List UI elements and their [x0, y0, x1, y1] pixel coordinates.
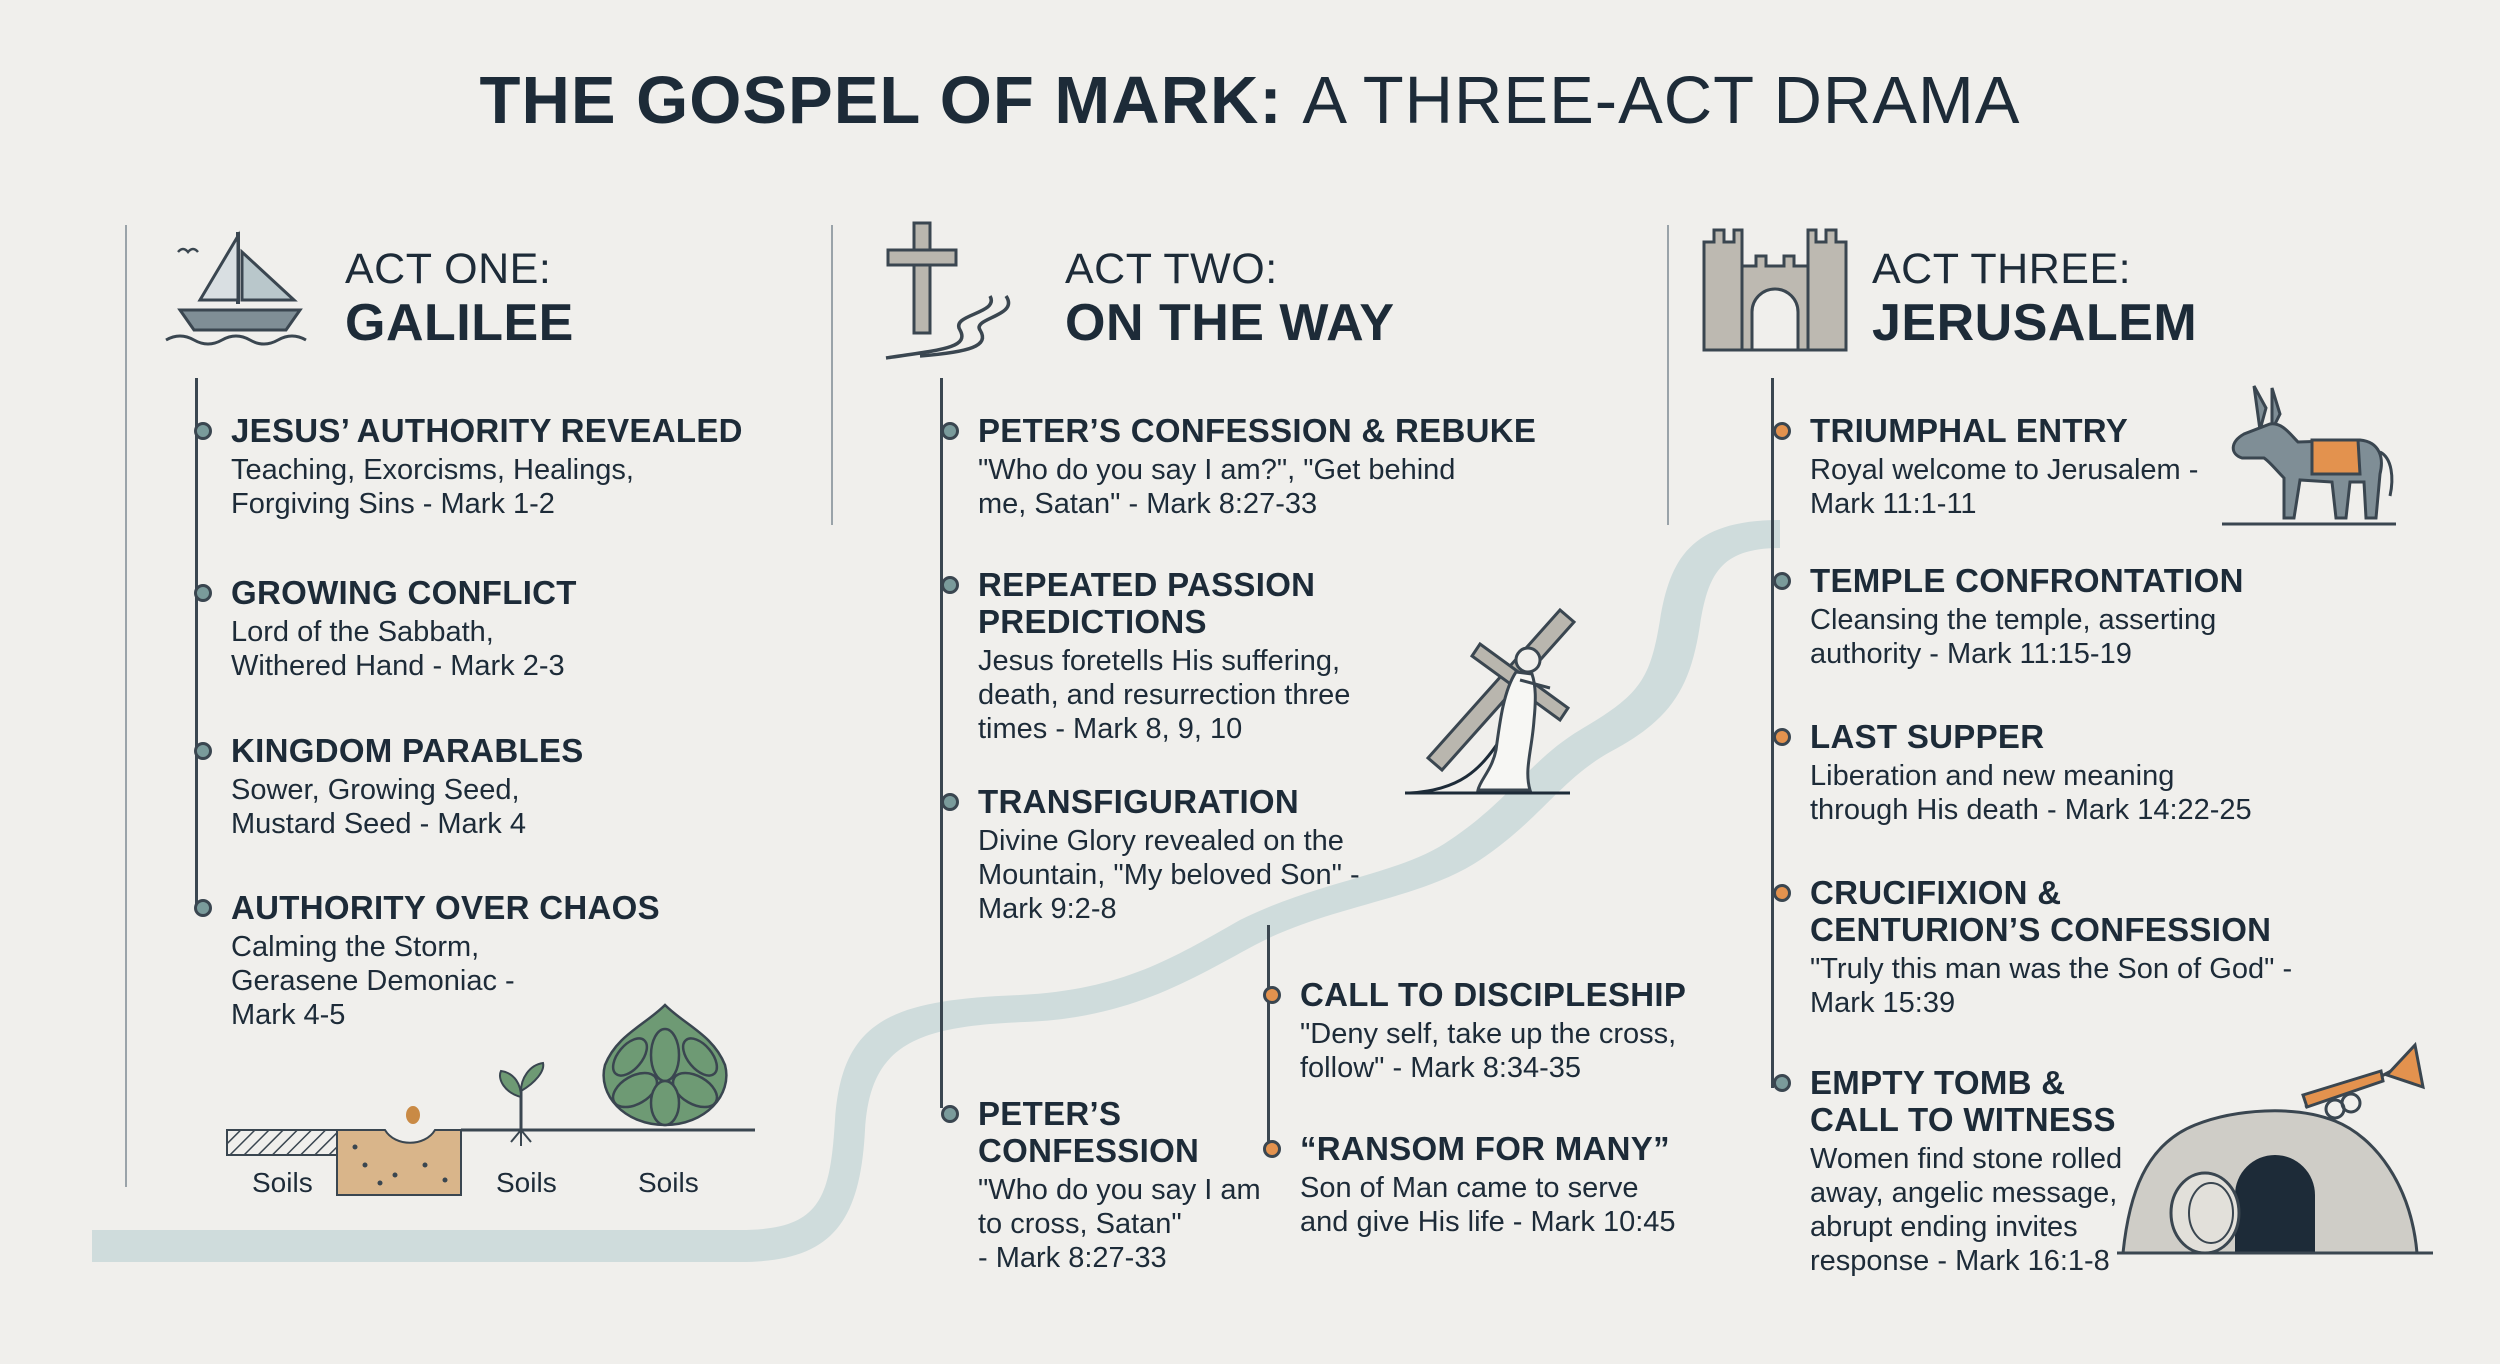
- timeline-dot: [1773, 1074, 1791, 1092]
- title-main: THE GOSPEL OF MARK:: [479, 63, 1283, 138]
- item-title: KINGDOM PARABLES: [231, 732, 584, 769]
- timeline-dot: [941, 576, 959, 594]
- act-three-item-4: CRUCIFIXION & CENTURION’S CONFESSION "Tr…: [1773, 874, 2370, 1020]
- act-three-name: JERUSALEM: [1872, 294, 2198, 352]
- cross-bearer-icon: [1425, 607, 1577, 792]
- column-divider-1: [125, 225, 127, 1187]
- item-text: Liberation and new meaning through His d…: [1810, 760, 2252, 826]
- timeline-dot: [1773, 728, 1791, 746]
- timeline-dot: [194, 422, 212, 440]
- item-text: Divine Glory revealed on the Mountain, "…: [978, 825, 1360, 925]
- act-three-header: ACT THREE: JERUSALEM: [1872, 244, 2197, 352]
- act-two-branch-item-1: CALL TO DISCIPLESHIP "Deny self, take up…: [1263, 976, 1860, 1085]
- column-divider-3: [1667, 225, 1669, 525]
- title-sub: A THREE-ACT DRAMA: [1302, 63, 2021, 138]
- act-two-timeline: [940, 378, 943, 1108]
- act-one-item-1: JESUS’ AUTHORITY REVEALED Teaching, Exor…: [194, 412, 791, 521]
- timeline-dot: [1773, 884, 1791, 902]
- timeline-dot: [941, 793, 959, 811]
- act-one-item-4: AUTHORITY OVER CHAOS Calming the Storm, …: [194, 889, 791, 1032]
- item-title: GROWING CONFLICT: [231, 574, 577, 611]
- city-gate-icon: [1702, 228, 1848, 352]
- timeline-dot: [194, 899, 212, 917]
- act-two-branch-item-2: “RANSOM FOR MANY” Son of Man came to ser…: [1263, 1130, 1860, 1239]
- empty-tomb-icon: [2117, 1041, 2433, 1255]
- donkey-icon: [2222, 385, 2396, 526]
- act-two-item-3: TRANSFIGURATION Divine Glory revealed on…: [941, 783, 1538, 926]
- item-text: "Deny self, take up the cross, follow" -…: [1300, 1018, 1677, 1084]
- act-two-label: ACT TWO:: [1065, 245, 1278, 293]
- item-title: PETER’S CONFESSION: [978, 1095, 1200, 1169]
- item-text: Teaching, Exorcisms, Healings, Forgiving…: [231, 454, 634, 520]
- timeline-dot: [194, 742, 212, 760]
- act-one-item-2: GROWING CONFLICT Lord of the Sabbath, Wi…: [194, 574, 791, 683]
- item-title: EMPTY TOMB & CALL TO WITNESS: [1810, 1064, 2116, 1138]
- item-title: “RANSOM FOR MANY”: [1300, 1130, 1670, 1167]
- soil-label-2: Soils: [496, 1167, 557, 1198]
- act-two-name: ON THE WAY: [1065, 294, 1395, 352]
- item-text: "Who do you say I am?", "Get behind me, …: [978, 454, 1456, 520]
- item-title: JESUS’ AUTHORITY REVEALED: [231, 412, 743, 449]
- item-title: TEMPLE CONFRONTATION: [1810, 562, 2244, 599]
- page-title: THE GOSPEL OF MARK: A THREE-ACT DRAMA: [0, 62, 2500, 139]
- act-two-item-1: PETER’S CONFESSION & REBUKE "Who do you …: [941, 412, 1538, 521]
- item-text: Calming the Storm, Gerasene Demoniac - M…: [231, 931, 515, 1031]
- item-title: LAST SUPPER: [1810, 718, 2045, 755]
- item-title: TRANSFIGURATION: [978, 783, 1300, 820]
- act-one-item-3: KINGDOM PARABLES Sower, Growing Seed, Mu…: [194, 732, 791, 841]
- act-two-branch-line: [1267, 925, 1270, 1150]
- timeline-dot: [941, 422, 959, 440]
- act-three-item-2: TEMPLE CONFRONTATION Cleansing the templ…: [1773, 562, 2370, 671]
- act-one-header: ACT ONE: GALILEE: [345, 244, 574, 352]
- soil-label-3: Soils: [638, 1167, 699, 1198]
- soil-label-1: Soils: [252, 1167, 313, 1198]
- item-title: REPEATED PASSION PREDICTIONS: [978, 566, 1316, 640]
- timeline-dot: [941, 1105, 959, 1123]
- act-three-item-3: LAST SUPPER Liberation and new meaning t…: [1773, 718, 2370, 827]
- item-text: Cleansing the temple, asserting authorit…: [1810, 604, 2217, 670]
- act-one-timeline: [195, 378, 198, 908]
- timeline-dot: [1773, 422, 1791, 440]
- act-one-label: ACT ONE:: [345, 245, 552, 293]
- act-three-item-1: TRIUMPHAL ENTRY Royal welcome to Jerusal…: [1773, 412, 2370, 521]
- item-text: "Truly this man was the Son of God" - Ma…: [1810, 953, 2293, 1019]
- act-one-name: GALILEE: [345, 294, 574, 352]
- item-text: Jesus foretells His suffering, death, an…: [978, 645, 1351, 745]
- timeline-dot: [194, 584, 212, 602]
- act-two-header: ACT TWO: ON THE WAY: [1065, 244, 1395, 352]
- act-three-item-5: EMPTY TOMB & CALL TO WITNESS Women find …: [1773, 1064, 2140, 1278]
- item-title: AUTHORITY OVER CHAOS: [231, 889, 660, 926]
- soils-illustration: [226, 1003, 755, 1196]
- item-text: "Who do you say I am to cross, Satan" - …: [978, 1174, 1261, 1274]
- item-title: CALL TO DISCIPLESHIP: [1300, 976, 1687, 1013]
- item-title: PETER’S CONFESSION & REBUKE: [978, 412, 1537, 449]
- timeline-dot: [1263, 986, 1281, 1004]
- item-text: Royal welcome to Jerusalem - Mark 11:1-1…: [1810, 454, 2199, 520]
- item-text: Son of Man came to serve and give His li…: [1300, 1172, 1676, 1238]
- item-title: TRIUMPHAL ENTRY: [1810, 412, 2128, 449]
- act-two-item-2: REPEATED PASSION PREDICTIONS Jesus foret…: [941, 566, 1538, 746]
- timeline-dot: [1773, 572, 1791, 590]
- act-three-label: ACT THREE:: [1872, 245, 2132, 293]
- act-three-timeline: [1771, 378, 1774, 1088]
- timeline-dot: [1263, 1140, 1281, 1158]
- column-divider-2: [831, 225, 833, 525]
- item-text: Women find stone rolled away, angelic me…: [1810, 1143, 2123, 1277]
- item-title: CRUCIFIXION & CENTURION’S CONFESSION: [1810, 874, 2272, 948]
- item-text: Lord of the Sabbath, Withered Hand - Mar…: [231, 616, 565, 682]
- cross-path-icon: [885, 221, 1011, 360]
- sailboat-icon: [165, 230, 307, 346]
- act-two-item-4: PETER’S CONFESSION "Who do you say I am …: [941, 1095, 1538, 1275]
- item-text: Sower, Growing Seed, Mustard Seed - Mark…: [231, 774, 526, 840]
